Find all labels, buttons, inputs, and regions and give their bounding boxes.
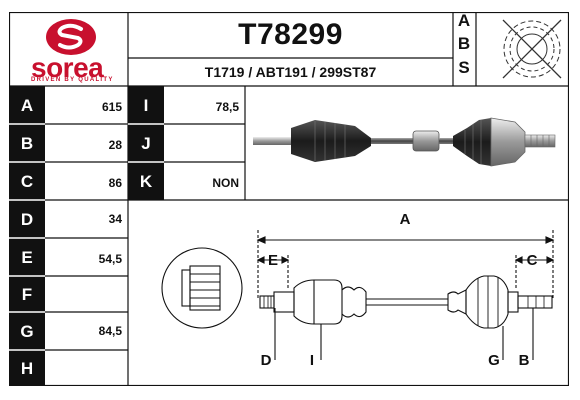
brand-logo-icon — [46, 19, 96, 55]
abs-letter-s: S — [458, 58, 470, 77]
row-value-a: 615 — [101, 100, 122, 114]
row-value-e: 54,5 — [98, 252, 122, 266]
drawing-label-d: D — [260, 352, 272, 369]
row-value-b: 28 — [108, 138, 122, 152]
row-label-k: K — [139, 172, 153, 191]
row-label-f: F — [21, 285, 33, 304]
cross-references: T1719 / ABT191 / 299ST87 — [204, 64, 377, 80]
row-label-h: H — [20, 359, 34, 378]
sheet-grid — [9, 12, 569, 386]
product-sheet: sorea DRIVEN BY QUALITY T78299 T1719 / A… — [9, 11, 569, 386]
row-label-b: B — [20, 134, 34, 153]
row-value-d: 34 — [108, 212, 122, 226]
drawing-label-b: B — [518, 352, 530, 369]
no-abs-ring-icon — [502, 19, 562, 79]
technical-drawing — [161, 230, 555, 360]
row-label-a: A — [20, 96, 34, 115]
row-value-g: 84,5 — [98, 324, 122, 338]
brand-name: sorea — [31, 52, 104, 83]
drawing-label-g: G — [488, 352, 500, 369]
row-value-k: NON — [212, 176, 239, 190]
row-label-g: G — [20, 322, 34, 341]
row-label-e: E — [21, 248, 33, 267]
row-label-d: D — [20, 210, 34, 229]
drawing-label-i: I — [309, 352, 315, 369]
row-label-c: C — [20, 172, 34, 191]
row-label-i: I — [143, 96, 149, 115]
abs-letter-a: A — [457, 11, 471, 30]
brand-tagline: DRIVEN BY QUALITY — [31, 77, 114, 83]
row-value-c: 86 — [108, 176, 122, 190]
abs-letter-b: B — [457, 34, 471, 53]
row-label-j: J — [141, 134, 151, 153]
drawing-label-c: C — [526, 252, 538, 269]
drawing-label-e: E — [267, 252, 278, 269]
drive-shaft-photo — [253, 117, 556, 167]
row-value-i: 78,5 — [215, 100, 239, 114]
part-number: T78299 — [238, 18, 343, 51]
drawing-label-a: A — [399, 211, 411, 228]
